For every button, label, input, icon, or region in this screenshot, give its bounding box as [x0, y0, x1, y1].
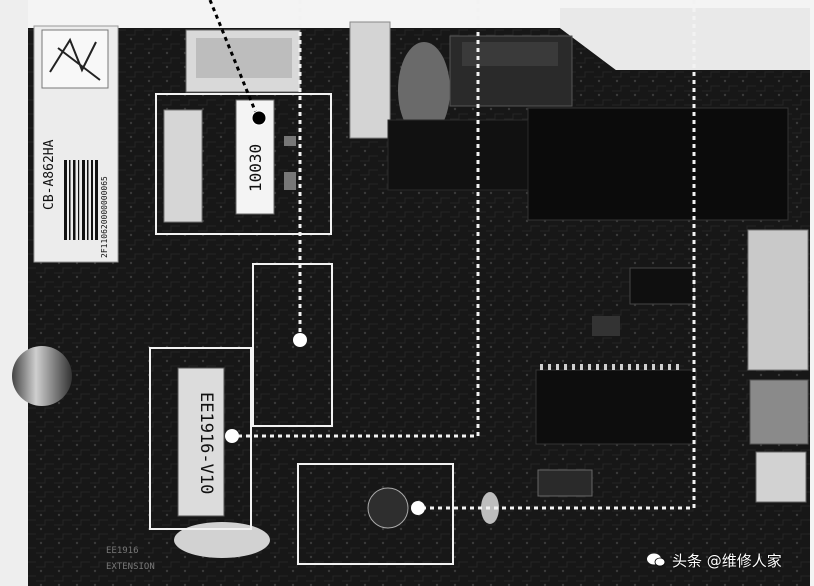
marker-dot-3 [225, 429, 239, 443]
marker-dot-2 [293, 333, 307, 347]
board-serial-label: 2F110620000000065 [100, 176, 109, 258]
leader-line-3 [232, 0, 480, 438]
callout-box-1 [155, 93, 332, 235]
right-connector-top [747, 229, 809, 371]
watermark: 头条 @维修人家 [646, 548, 810, 572]
microcontroller-chip [535, 369, 697, 445]
buzzer [367, 487, 409, 529]
right-connector-bottom [755, 451, 807, 503]
leader-line-4 [418, 0, 696, 510]
chat-bubble-icon [647, 553, 666, 567]
board-model-label: CB-A862HA [42, 139, 57, 210]
right-connector-mid [749, 379, 809, 445]
leader-line-1 [208, 0, 260, 119]
pointer-dot-1 [251, 110, 267, 126]
switching-transformer [177, 367, 225, 517]
barcode [64, 160, 98, 240]
transformer-label: EE1916-V10 [196, 392, 216, 495]
callout-box-4 [297, 463, 454, 565]
callout-box-3 [149, 347, 252, 530]
marker-dot-4 [411, 501, 425, 515]
ceramic-resistor [349, 21, 391, 139]
electrolytic-capacitor-top [398, 42, 450, 138]
bottom-capacitor [174, 522, 270, 558]
crystal-oscillator [537, 469, 593, 497]
silkscreen-bottom-2: EXTENSION [106, 562, 155, 572]
callout-box-2 [252, 263, 333, 427]
electrolytic-capacitor-left [12, 346, 72, 406]
relay [527, 107, 789, 221]
watermark-text: 头条 @维修人家 [672, 551, 782, 570]
driver-ic [629, 267, 695, 305]
component-10030-label: 10030 [246, 143, 265, 192]
resistor-block [163, 109, 203, 223]
silkscreen-bottom-1: EE1916 [106, 546, 139, 556]
